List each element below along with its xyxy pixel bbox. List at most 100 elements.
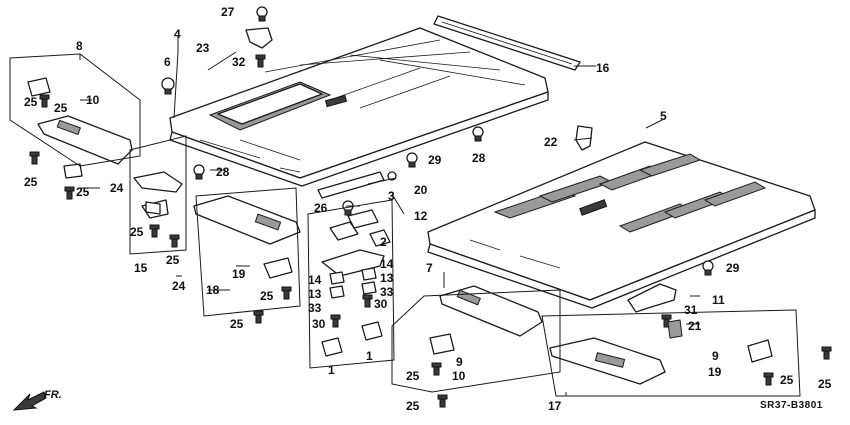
callout-14-left: 14 xyxy=(308,273,322,287)
visor-clip-b xyxy=(145,201,161,215)
bolt-icon xyxy=(29,151,40,165)
assist-grip xyxy=(627,283,677,313)
callout-18: 18 xyxy=(206,283,220,297)
callout-11: 11 xyxy=(712,293,725,307)
callout-33-right: 33 xyxy=(380,285,394,299)
callout-12: 12 xyxy=(414,209,428,223)
callout-10-center: 10 xyxy=(452,369,466,383)
callout-26: 26 xyxy=(314,201,328,215)
grab-rail-rear xyxy=(317,171,385,199)
coat-hook xyxy=(575,125,593,151)
callout-19-right: 19 xyxy=(708,365,722,379)
callout-20: 20 xyxy=(414,183,428,197)
headliner-sunroof xyxy=(169,27,549,187)
callout-3: 3 xyxy=(388,189,395,203)
grip-bracket-d xyxy=(369,229,391,247)
callout-24-top: 24 xyxy=(110,181,124,195)
callout-30-right: 30 xyxy=(374,297,388,311)
callout-25-center: 25 xyxy=(406,369,420,383)
callout-15: 15 xyxy=(134,261,148,275)
callout-8: 8 xyxy=(76,39,83,53)
bolt-icon xyxy=(763,372,774,386)
callout-25-clip: 25 xyxy=(76,185,90,199)
grip-end-a xyxy=(321,337,343,357)
callout-9-center: 9 xyxy=(456,355,463,369)
callout-5: 5 xyxy=(660,109,667,123)
clip-icon xyxy=(161,77,175,95)
callout-13-left: 13 xyxy=(308,287,322,301)
clip-icon xyxy=(406,152,418,168)
callout-17: 17 xyxy=(548,399,562,413)
bolt-icon xyxy=(169,234,180,248)
callout-25-left: 25 xyxy=(24,175,38,189)
callout-25: 25 xyxy=(54,101,68,115)
roof-molding xyxy=(433,15,581,71)
callout-7: 7 xyxy=(426,261,433,275)
bolt-icon xyxy=(255,54,266,68)
callout-25-bolt: 25 xyxy=(230,317,244,331)
callout-10-top: 10 xyxy=(86,93,100,107)
visor-hinge-4 xyxy=(747,339,773,363)
sun-visor-upper-left xyxy=(37,115,133,165)
callout-31: 31 xyxy=(684,303,698,317)
bolt-icon xyxy=(253,310,264,324)
callouts: 27 4 23 6 32 8 10 25 16 5 22 28 29 28 25… xyxy=(24,5,832,413)
bolt-icon xyxy=(39,94,50,108)
clip-icon xyxy=(193,164,205,180)
cap-b xyxy=(329,285,345,299)
callout-13-right: 13 xyxy=(380,271,394,285)
cap-a xyxy=(329,271,345,285)
callout-25-far-right: 25 xyxy=(818,377,832,391)
visor-clip xyxy=(63,163,83,179)
cap-c xyxy=(361,267,377,281)
callout-29-right: 29 xyxy=(726,261,740,275)
visor-hinge xyxy=(27,77,51,97)
front-label: FR. xyxy=(44,389,62,401)
callout-1-right: 1 xyxy=(366,349,373,363)
callout-16: 16 xyxy=(596,61,610,75)
callout-4: 4 xyxy=(174,27,181,41)
callout-23: 23 xyxy=(196,41,210,55)
callout-22: 22 xyxy=(544,135,558,149)
clip-icon xyxy=(472,126,484,142)
callout-6: 6 xyxy=(164,55,171,69)
diagram-code: SR37-B3801 xyxy=(760,400,823,411)
callout-25-bottom: 25 xyxy=(406,399,420,413)
callout-21: 21 xyxy=(688,319,702,333)
callout-32: 32 xyxy=(232,55,246,69)
bolt-icon xyxy=(281,286,292,300)
sun-visor-mid xyxy=(193,195,301,245)
visor-hinge-2 xyxy=(263,257,293,279)
callout-2: 2 xyxy=(380,235,387,249)
callout-33-left: 33 xyxy=(308,301,322,315)
grip-cover xyxy=(667,319,683,339)
group-frames xyxy=(9,36,801,397)
visor-holder-2 xyxy=(133,171,183,193)
bolt-icon xyxy=(149,224,160,238)
clip-icon xyxy=(702,260,714,276)
grip-end-b xyxy=(361,321,383,341)
callout-28-right: 28 xyxy=(472,151,486,165)
callout-14-right: 14 xyxy=(380,257,394,271)
bolt-icon xyxy=(64,186,75,200)
callout-28-left: 28 xyxy=(216,165,230,179)
callout-25-mid: 25 xyxy=(166,253,180,267)
callout-19-left: 19 xyxy=(232,267,246,281)
bolt-icon xyxy=(437,394,448,408)
callout-27: 27 xyxy=(221,5,235,19)
headliner-plain xyxy=(427,141,816,309)
cap-d xyxy=(361,281,377,295)
grip-bracket-a xyxy=(329,221,359,241)
callout-30-left: 30 xyxy=(312,317,326,331)
bolt-icon xyxy=(362,294,373,308)
callout-1-left: 1 xyxy=(328,363,335,377)
callout-9-right: 9 xyxy=(712,349,719,363)
callout-25-left-top: 25 xyxy=(24,95,38,109)
callout-25-visor: 25 xyxy=(260,289,274,303)
bolt-icon xyxy=(431,362,442,376)
visor-hinge-3 xyxy=(429,333,455,355)
callout-24-bottom: 24 xyxy=(172,279,186,293)
clip-icon xyxy=(256,6,268,22)
callout-25-right: 25 xyxy=(780,373,794,387)
